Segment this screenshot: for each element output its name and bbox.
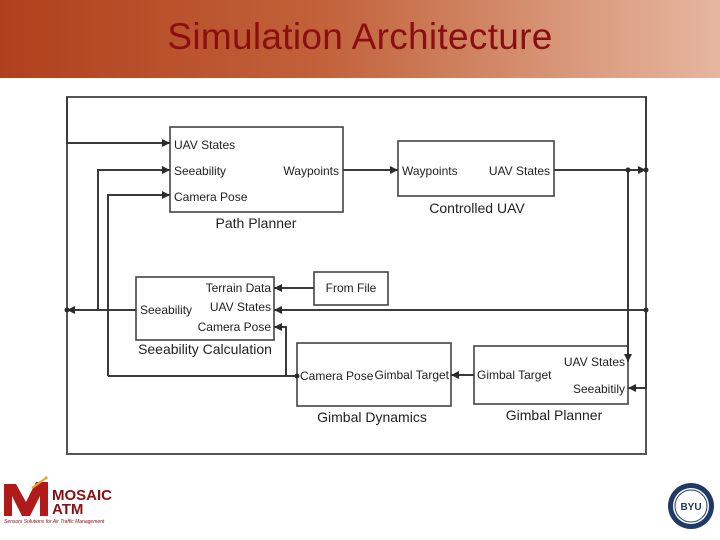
seeability-input-camera-pose: Camera Pose bbox=[198, 320, 272, 334]
controlled-uav-caption: Controlled UAV bbox=[429, 200, 525, 216]
path-planner-input-camera-pose: Camera Pose bbox=[174, 190, 248, 204]
byu-seal-logo: BYU bbox=[668, 483, 714, 529]
seeability-input-uav-states: UAV States bbox=[210, 300, 271, 314]
uav-states-feedback-line bbox=[66, 97, 647, 170]
seeability-input-terrain-data: Terrain Data bbox=[206, 281, 272, 295]
path-planner-output-waypoints: Waypoints bbox=[283, 164, 339, 178]
path-planner-block bbox=[169, 126, 344, 213]
camera-pose-to-planner-line bbox=[107, 191, 170, 376]
camera-pose-to-seeability-line bbox=[274, 323, 297, 377]
mosaic-logo-line1: MOSAIC bbox=[52, 487, 112, 504]
mosaic-logo-line2: ATM bbox=[52, 501, 84, 518]
gimbal-planner-block bbox=[473, 345, 629, 405]
gimbal-planner-input-uav-states: UAV States bbox=[564, 355, 625, 369]
from-file-label: From File bbox=[326, 281, 377, 295]
gimbal-planner-input-seeability: Seeabitily bbox=[573, 382, 625, 396]
path-planner-input-seeability: Seeability bbox=[174, 164, 226, 178]
controlled-uav-output-uav-states: UAV States bbox=[489, 164, 550, 178]
gimbal-planner-caption: Gimbal Planner bbox=[506, 407, 603, 423]
path-planner-input-uav-states: UAV States bbox=[174, 138, 235, 152]
diagram-frame bbox=[66, 96, 647, 455]
title-bar bbox=[0, 0, 720, 78]
seeability-to-gimbal-planner-line bbox=[628, 310, 647, 392]
gimbal-dynamics-output-camera-pose: Camera Pose bbox=[300, 369, 374, 383]
slide-title: Simulation Architecture bbox=[167, 16, 553, 57]
seeability-calculation-caption: Seeability Calculation bbox=[138, 341, 272, 357]
mosaic-logo-tagline: Sensors Solutions for Air Traffic Manage… bbox=[4, 519, 105, 525]
gimbal-dynamics-block bbox=[296, 342, 452, 407]
mosaic-atm-logo bbox=[4, 476, 48, 516]
gimbal-planner-output-gimbal-target: Gimbal Target bbox=[477, 368, 552, 382]
path-planner-caption: Path Planner bbox=[216, 215, 297, 231]
gimbal-dynamics-input-gimbal-target: Gimbal Target bbox=[375, 368, 450, 382]
from-file-block bbox=[313, 271, 389, 306]
gimbal-dynamics-caption: Gimbal Dynamics bbox=[317, 409, 427, 425]
seeability-output: Seeability bbox=[140, 303, 192, 317]
mosaic-logo-text: MOSAIC ATM bbox=[52, 487, 112, 518]
seeability-calculation-block bbox=[135, 276, 275, 341]
controlled-uav-input-waypoints: Waypoints bbox=[402, 164, 458, 178]
controlled-uav-block bbox=[397, 140, 555, 197]
byu-seal-text: BYU bbox=[680, 502, 701, 513]
